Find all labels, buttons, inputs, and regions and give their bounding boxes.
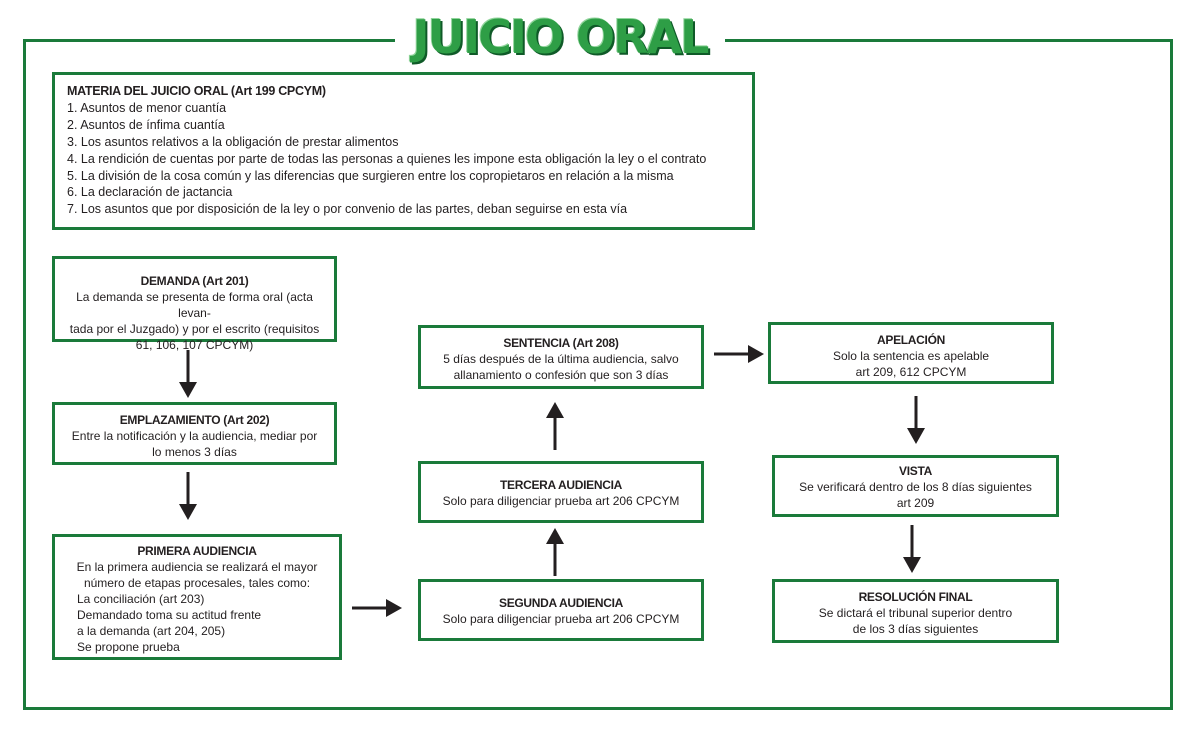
emplazamiento-line: lo menos 3 días <box>152 445 237 459</box>
materia-box: MATERIA DEL JUICIO ORAL (Art 199 CPCYM) … <box>52 72 755 230</box>
apelacion-box: APELACIÓN Solo la sentencia es apelable … <box>768 322 1054 384</box>
primera-audiencia-line: En la primera audiencia se realizará el … <box>76 560 318 574</box>
materia-item: 7. Los asuntos que por disposición de la… <box>67 202 628 217</box>
arrow-down-icon <box>179 350 197 398</box>
primera-audiencia-heading: PRIMERA AUDIENCIA <box>137 544 257 558</box>
sentencia-box: SENTENCIA (Art 208) 5 días después de la… <box>418 325 704 389</box>
primera-audiencia-line: número de etapas procesales, tales como: <box>83 576 311 590</box>
arrow-down-icon <box>907 396 925 444</box>
arrow-up-icon <box>546 528 564 576</box>
arrow-up-icon <box>546 402 564 450</box>
resolucion-final-heading: RESOLUCIÓN FINAL <box>858 590 973 604</box>
materia-item: 5. La división de la cosa común y las di… <box>67 168 674 183</box>
resolucion-final-line: Se dictará el tribunal superior dentro <box>818 606 1013 620</box>
primera-audiencia-item: La conciliación (art 203) <box>77 592 205 606</box>
arrow-down-icon <box>179 472 197 520</box>
demanda-heading: DEMANDA (Art 201) <box>140 274 249 288</box>
emplazamiento-heading: EMPLAZAMIENTO (Art 202) <box>119 413 270 427</box>
apelacion-heading: APELACIÓN <box>877 333 945 347</box>
materia-item: 4. La rendición de cuentas por parte de … <box>67 151 707 166</box>
sentencia-line: 5 días después de la última audiencia, s… <box>443 352 679 366</box>
primera-audiencia-item: Se propone prueba <box>77 640 180 654</box>
arrow-down-icon <box>903 525 921 573</box>
segunda-audiencia-heading: SEGUNDA AUDIENCIA <box>498 596 624 610</box>
emplazamiento-line: Entre la notificación y la audiencia, me… <box>71 429 318 443</box>
apelacion-line: Solo la sentencia es apelable <box>832 349 990 363</box>
resolucion-final-line: de los 3 días siguientes <box>852 622 979 636</box>
vista-heading: VISTA <box>899 464 932 478</box>
vista-box: VISTA Se verificará dentro de los 8 días… <box>772 455 1059 517</box>
apelacion-line: art 209, 612 CPCYM <box>855 365 967 379</box>
resolucion-final-box: RESOLUCIÓN FINAL Se dictará el tribunal … <box>772 579 1059 643</box>
materia-item: 3. Los asuntos relativos a la obligación… <box>67 134 399 149</box>
segunda-audiencia-box: SEGUNDA AUDIENCIA Solo para diligenciar … <box>418 579 704 641</box>
diagram-title: JUICIO ORAL <box>395 6 725 68</box>
vista-line: art 209 <box>896 496 935 510</box>
demanda-box: DEMANDA (Art 201) La demanda se presenta… <box>52 256 337 352</box>
materia-heading: MATERIA DEL JUICIO ORAL (Art 199 CPCYM) <box>67 84 326 98</box>
primera-audiencia-box: PRIMERA AUDIENCIA En la primera audienci… <box>52 534 342 660</box>
demanda-line: tada por el Juzgado) y por el escrito (r… <box>69 322 320 336</box>
tercera-audiencia-box: TERCERA AUDIENCIA Solo para diligenciar … <box>418 461 704 523</box>
materia-item: 2. Asuntos de ínfima cuantía <box>67 117 225 132</box>
primera-audiencia-item: a la demanda (art 204, 205) <box>77 624 226 638</box>
demanda-line: La demanda se presenta de forma oral (ac… <box>76 290 313 320</box>
arrow-right-icon <box>714 345 764 363</box>
materia-item: 6. La declaración de jactancia <box>67 185 233 200</box>
materia-item: 1. Asuntos de menor cuantía <box>67 100 227 115</box>
arrow-right-icon <box>352 599 402 617</box>
segunda-audiencia-line: Solo para diligenciar prueba art 206 CPC… <box>442 612 680 626</box>
emplazamiento-box: EMPLAZAMIENTO (Art 202) Entre la notific… <box>52 402 337 465</box>
sentencia-heading: SENTENCIA (Art 208) <box>503 336 619 350</box>
tercera-audiencia-line: Solo para diligenciar prueba art 206 CPC… <box>442 494 680 508</box>
sentencia-line: allanamiento o confesión que son 3 días <box>453 368 669 382</box>
vista-line: Se verificará dentro de los 8 días sigui… <box>799 480 1032 494</box>
primera-audiencia-item: Demandado toma su actitud frente <box>77 608 262 622</box>
demanda-line: 61, 106, 107 CPCYM) <box>135 338 254 352</box>
tercera-audiencia-heading: TERCERA AUDIENCIA <box>499 478 622 492</box>
